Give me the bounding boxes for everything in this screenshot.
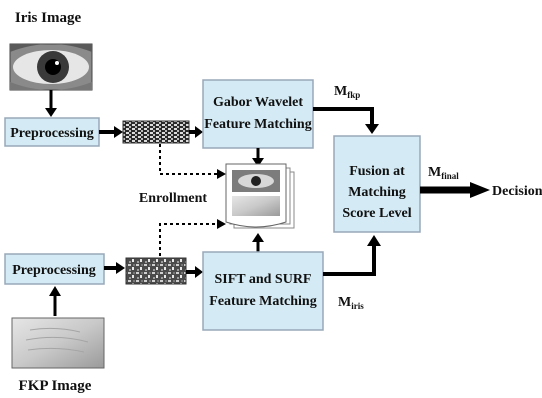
decision-label: Decision [492,184,542,199]
template-database-icon [225,163,295,229]
fkp-roi-image [125,257,187,285]
m-final-label: Mfinal [428,165,459,181]
arrow-gabor-to-fusion [313,107,374,126]
preprocessing-bottom-label: Preprocessing [12,263,95,278]
gabor-label-line1: Gabor Wavelet [213,95,303,110]
arrow-sift-to-fusion [323,244,376,276]
iris-image-label: Iris Image [15,10,82,26]
enrollment-label: Enrollment [139,191,208,206]
sift-label-line1: SIFT and SURF [214,272,311,287]
fkp-knuckle-image [11,317,105,369]
iris-code-image [122,120,190,144]
sift-surf-box: SIFT and SURF Feature Matching [202,251,324,331]
enrollment-dotted-bottom [159,223,218,262]
fusion-box: Fusion at Matching Score Level [333,135,421,233]
fusion-label-line1: Fusion at [349,164,405,179]
arrowhead-iris-preprocessing [45,108,57,117]
m-fkp-label: Mfkp [334,84,360,100]
m-iris-label: Miris [338,295,364,311]
gabor-wavelet-box: Gabor Wavelet Feature Matching [202,79,314,149]
fkp-image-label: FKP Image [19,378,92,394]
fusion-label-line2: Matching [348,185,406,200]
preprocessing-box-fkp: Preprocessing [4,253,105,285]
fusion-label-line3: Score Level [342,206,411,221]
enrollment-dotted-top [159,144,218,175]
sift-label-line2: Feature Matching [209,294,316,309]
preprocessing-top-label: Preprocessing [10,126,93,141]
iris-eye-image [9,43,93,91]
preprocessing-box-iris: Preprocessing [4,117,100,147]
gabor-label-line2: Feature Matching [204,117,311,132]
